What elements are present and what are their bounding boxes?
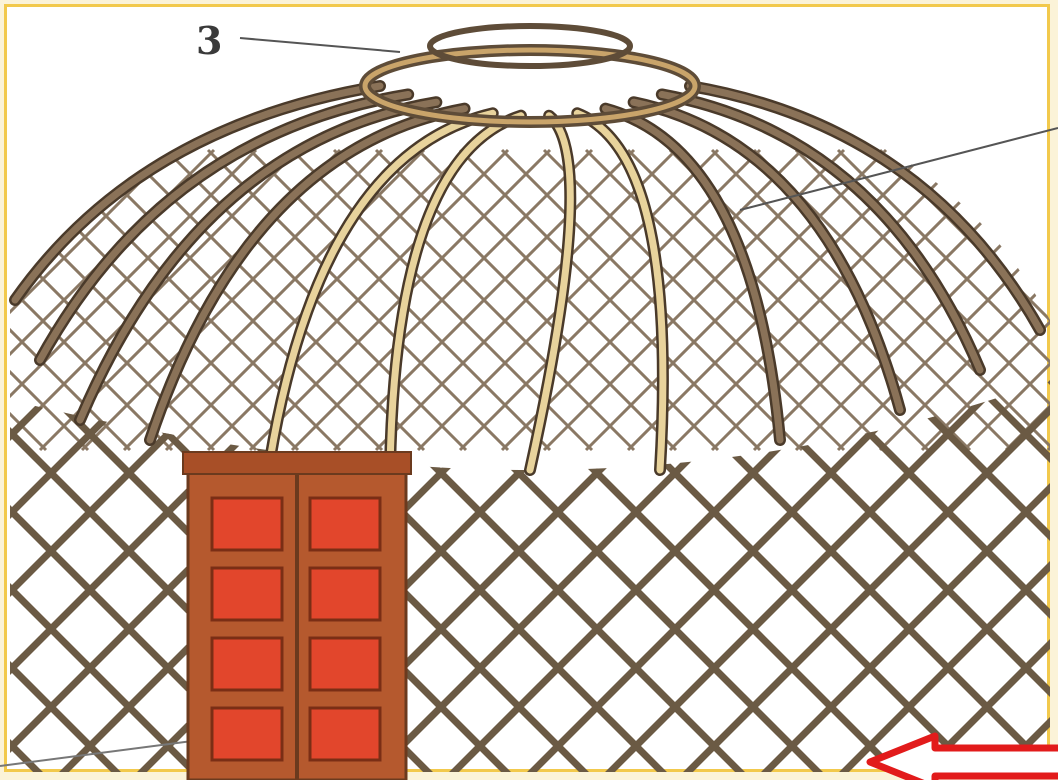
wall-strand	[0, 380, 66, 780]
callout-line-3	[240, 38, 400, 52]
door-panel	[212, 708, 282, 760]
wall-strand	[0, 380, 66, 780]
door-panel	[212, 638, 282, 690]
door	[183, 452, 411, 780]
roof-pole-outline	[80, 102, 436, 420]
door-panel	[310, 708, 380, 760]
door-panel	[310, 498, 380, 550]
lattice-strand	[0, 150, 4, 450]
callout-label-3: 3	[196, 18, 222, 63]
roof-pole	[80, 102, 436, 420]
door-panel	[310, 638, 380, 690]
callout-line-left	[0, 740, 200, 766]
wall-strand	[1050, 380, 1058, 780]
wall-strand	[1050, 380, 1058, 780]
wall-lattice	[0, 380, 1058, 780]
lattice-strand	[0, 150, 4, 450]
door-panel	[310, 568, 380, 620]
door-panel	[212, 498, 282, 550]
crown-ring	[365, 26, 695, 122]
door-panel	[212, 568, 282, 620]
